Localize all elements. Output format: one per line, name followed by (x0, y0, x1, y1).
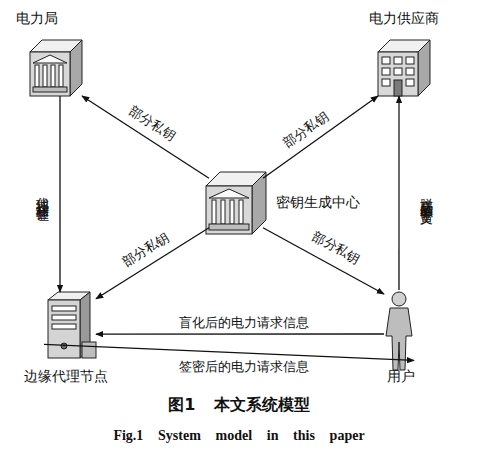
node-label: 密钥生成中心 (276, 194, 360, 212)
user-node: 用户 (384, 290, 414, 370)
node-label: 电力局 (16, 10, 58, 28)
node-label: 电力供应商 (369, 10, 439, 28)
supplier-icon-part (406, 57, 414, 64)
bureau-icon-part (70, 40, 82, 96)
key-center-icon-part (239, 200, 243, 224)
arrow-connector (96, 228, 209, 299)
arrow-connector (398, 96, 399, 290)
arrow-connector (59, 96, 60, 292)
user-icon-part (392, 292, 406, 306)
supplier-node: 电力供应商 (378, 40, 430, 96)
supplier-icon-part (418, 40, 430, 96)
edge-label: 脱盲后的签密密文 (417, 187, 435, 203)
supplier-icon-part (382, 57, 390, 64)
node-label: 边缘代理节点 (24, 368, 108, 386)
arrow-connector (263, 96, 378, 178)
edge-label: 部分私钥 (309, 228, 363, 269)
edge-label: 盲化后的电力请求信息 (179, 314, 309, 332)
arrow-connector (82, 96, 209, 178)
edge-label: 部分私钥 (119, 229, 173, 272)
supplier-icon-part (406, 68, 414, 75)
server-icon-part (48, 300, 80, 358)
key-center-icon-part (206, 186, 252, 234)
supplier-icon-part (382, 68, 390, 75)
edge-proxy-node: 边缘代理节点 (44, 292, 96, 360)
edge-label: 部分私钥 (280, 108, 333, 153)
node-label: 用户 (387, 368, 415, 386)
bureau-icon-part (33, 87, 67, 92)
supplier-icon-part (394, 57, 402, 64)
key-center-node: 密钥生成中心 (206, 172, 266, 234)
server-icon-part (61, 343, 67, 349)
key-center-icon-part (209, 224, 249, 230)
supplier-icon-part (394, 80, 402, 96)
server-icon-part (52, 306, 76, 311)
key-center-icon (206, 172, 266, 234)
figure-caption: 图1 本文系统模型 (0, 395, 478, 416)
server-icon-part (52, 324, 76, 329)
arrow-connector (44, 344, 414, 360)
supplier-icon-part (406, 79, 414, 86)
key-center-icon-part (209, 189, 249, 198)
arrow-connector (263, 228, 384, 294)
supplier-icon-part (378, 52, 418, 96)
bureau-node: 电力局 (30, 40, 82, 96)
arrow-connector (96, 333, 384, 334)
supplier-icon-part (394, 68, 402, 75)
bureau-icon-part (43, 65, 47, 87)
bureau-icon-part (33, 55, 67, 63)
connectors (44, 96, 414, 360)
supplier-icon (378, 40, 430, 96)
edge-label: 签密后的电力请求信息 (179, 358, 309, 376)
bureau-icon-part (51, 65, 55, 87)
bureau-icon-part (30, 52, 70, 96)
key-center-icon-part (221, 200, 225, 224)
bureau-icon-part (35, 65, 39, 87)
english-caption: Fig.1 System model in this paper (0, 428, 478, 444)
key-center-icon-part (212, 200, 216, 224)
key-center-icon-part (252, 172, 266, 234)
supplier-icon-part (382, 79, 390, 86)
edge-label: 部分私钥 (125, 102, 178, 145)
bureau-icon (30, 40, 82, 96)
edge-label: 代理授权和验证 (33, 187, 51, 201)
server-icon-part (52, 315, 76, 320)
user-icon (386, 292, 412, 370)
server-icon-part (82, 342, 96, 358)
bureau-icon-part (59, 65, 63, 87)
server-icon (48, 292, 96, 358)
key-center-icon-part (230, 200, 234, 224)
